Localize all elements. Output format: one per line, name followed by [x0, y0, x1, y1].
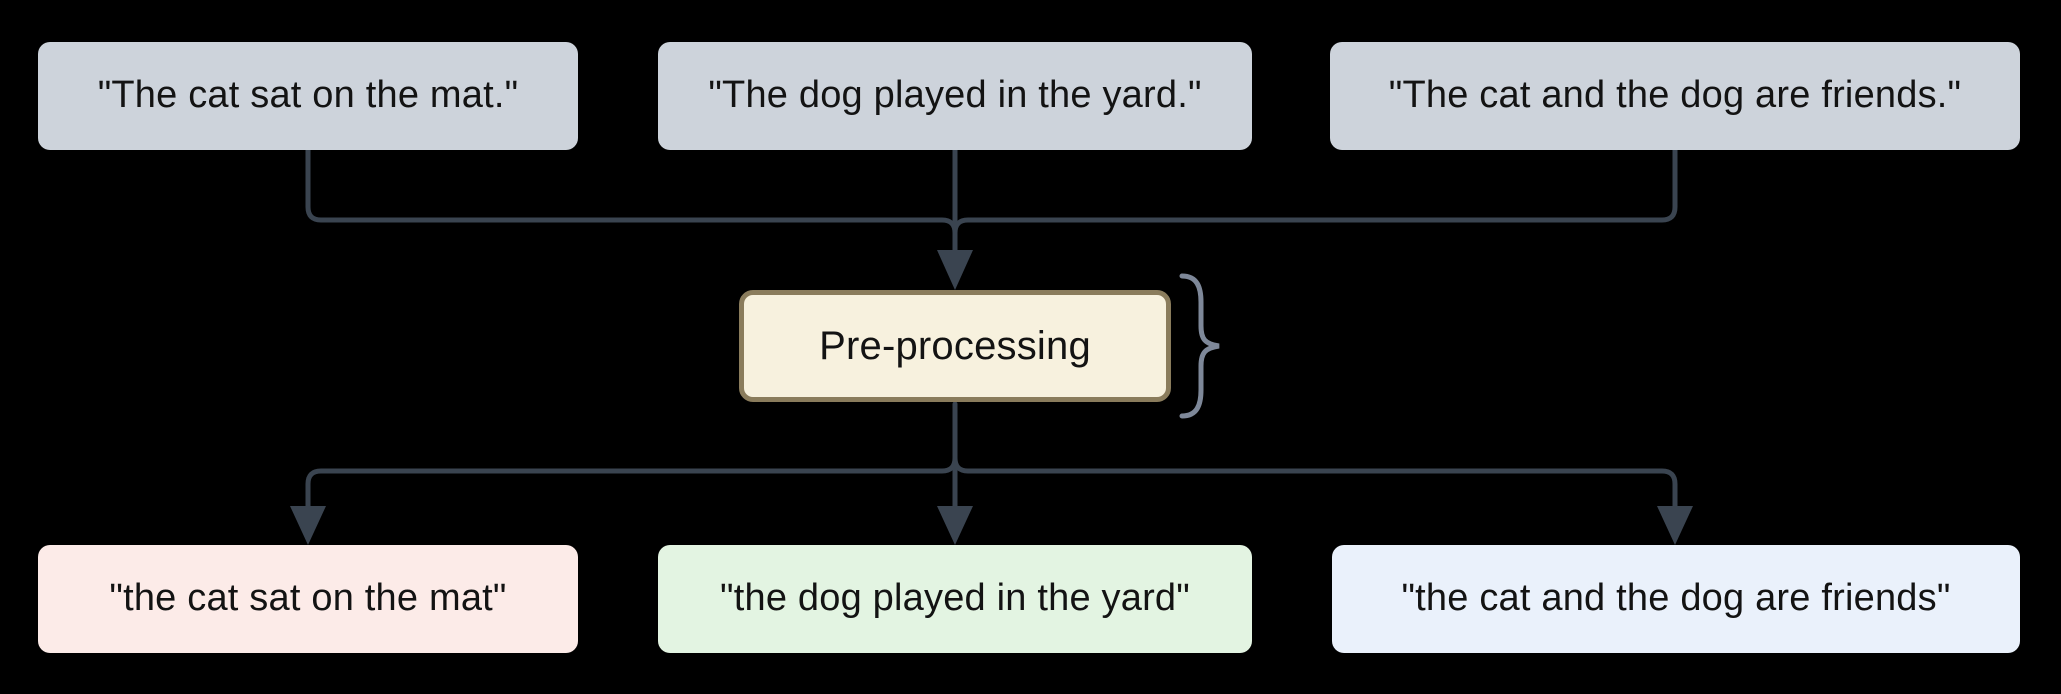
output-sentence-1-label: "the cat sat on the mat" [109, 577, 507, 620]
input-sentence-node-1: "The cat sat on the mat." [38, 42, 578, 150]
arrowhead-into-output3 [1657, 506, 1693, 545]
pre-processing-node: Pre-processing [739, 290, 1171, 402]
output-sentence-3-label: "the cat and the dog are friends" [1401, 577, 1951, 620]
output-sentence-node-2: "the dog played in the yard" [658, 545, 1252, 653]
output-sentence-2-label: "the dog played in the yard" [720, 577, 1190, 620]
input-sentence-node-2: "The dog played in the yard." [658, 42, 1252, 150]
curly-brace-icon [1179, 273, 1220, 419]
output-sentence-node-1: "the cat sat on the mat" [38, 545, 578, 653]
input-sentence-3-label: "The cat and the dog are friends." [1388, 74, 1962, 117]
pre-processing-label: Pre-processing [819, 324, 1091, 368]
edge-process-to-output3 [952, 455, 1678, 509]
arrowhead-into-output2 [937, 506, 973, 545]
edge-sentence3-to-process [952, 147, 1678, 236]
input-sentence-2-label: "The dog played in the yard." [708, 74, 1202, 117]
output-sentence-node-3: "the cat and the dog are friends" [1332, 545, 2020, 653]
edge-sentence1-to-process [305, 147, 958, 236]
edge-process-to-output1 [305, 455, 958, 509]
input-sentence-node-3: "The cat and the dog are friends." [1330, 42, 2020, 150]
arrowhead-into-process [937, 250, 973, 290]
arrowhead-into-output1 [290, 506, 326, 545]
input-sentence-1-label: "The cat sat on the mat." [97, 74, 519, 117]
